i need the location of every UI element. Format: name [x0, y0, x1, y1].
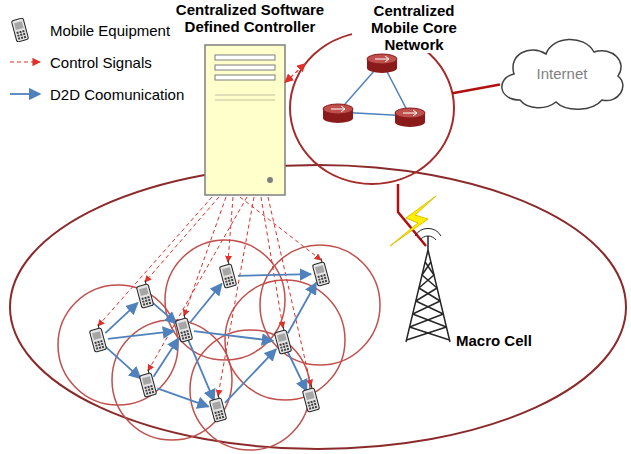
wireless-link-bolt [390, 196, 436, 246]
d2d-link [153, 303, 177, 324]
legend-text: Control Signals [50, 54, 152, 71]
mobile-phone [311, 258, 329, 286]
mobile-phone [135, 280, 153, 308]
d2d-cell [225, 280, 345, 400]
d2d-link [105, 303, 137, 333]
internet-cloud [502, 39, 623, 109]
mobile-phone [174, 314, 192, 342]
node-heading: Centralized Mobile Core Network [352, 2, 476, 53]
d2d-link [105, 347, 140, 379]
core-network-node: Centralized Mobile Core Network [290, 32, 454, 184]
cell-tower [406, 228, 450, 342]
mobile-phone [273, 326, 291, 354]
controller-node: Centralized Software Defined Controller [205, 45, 285, 195]
legend-sample [8, 50, 42, 74]
router-icon [395, 108, 425, 127]
router-icon [323, 104, 353, 123]
control-signal [184, 197, 226, 316]
node-label: Internet [537, 65, 588, 82]
core-network-outline [290, 32, 454, 184]
d2d-cell [190, 330, 310, 450]
macro-cell-node: Macro Cell [10, 165, 626, 449]
d2d-cell [112, 320, 232, 440]
control-signal-connector [285, 64, 305, 83]
network-link [452, 84, 500, 93]
controller-server [205, 45, 285, 195]
internet-node: Internet [500, 36, 624, 110]
mobile-phone [208, 394, 226, 422]
d2d-cell [260, 245, 380, 365]
legend-text: D2D Coomunication [50, 86, 184, 103]
mobile-phone [138, 369, 156, 397]
d2d-link [288, 283, 316, 334]
d2d-link [287, 351, 306, 391]
d2d-link [153, 338, 178, 376]
legend-item: Mobile Equipment [8, 18, 170, 42]
d2d-link [190, 284, 221, 322]
mobile-phone [88, 324, 106, 352]
d2d-link [157, 388, 208, 406]
legend-sample [8, 18, 42, 42]
mobile-phone [218, 260, 236, 288]
control-signal [98, 197, 212, 326]
node-label: Macro Cell [456, 332, 532, 349]
d2d-link [225, 349, 276, 403]
mobile-phone [10, 18, 28, 42]
legend-text: Mobile Equipment [50, 22, 170, 39]
node-heading: Centralized Software Defined Controller [173, 1, 327, 35]
mobile-phone [301, 384, 319, 412]
legend-item: D2D Coomunication [8, 82, 184, 106]
control-signal [261, 197, 283, 328]
macro-cell-outline [10, 165, 626, 449]
control-signal [145, 197, 219, 282]
d2d-link [238, 274, 311, 276]
control-signal [268, 197, 311, 386]
control-signal [148, 197, 247, 371]
control-signal [218, 197, 254, 396]
legend-sample [8, 82, 42, 106]
d2d-link [108, 331, 174, 339]
d2d-link [194, 331, 273, 341]
d2d-link [188, 339, 214, 401]
legend-item: Control Signals [8, 50, 152, 74]
router-icon [367, 54, 397, 73]
